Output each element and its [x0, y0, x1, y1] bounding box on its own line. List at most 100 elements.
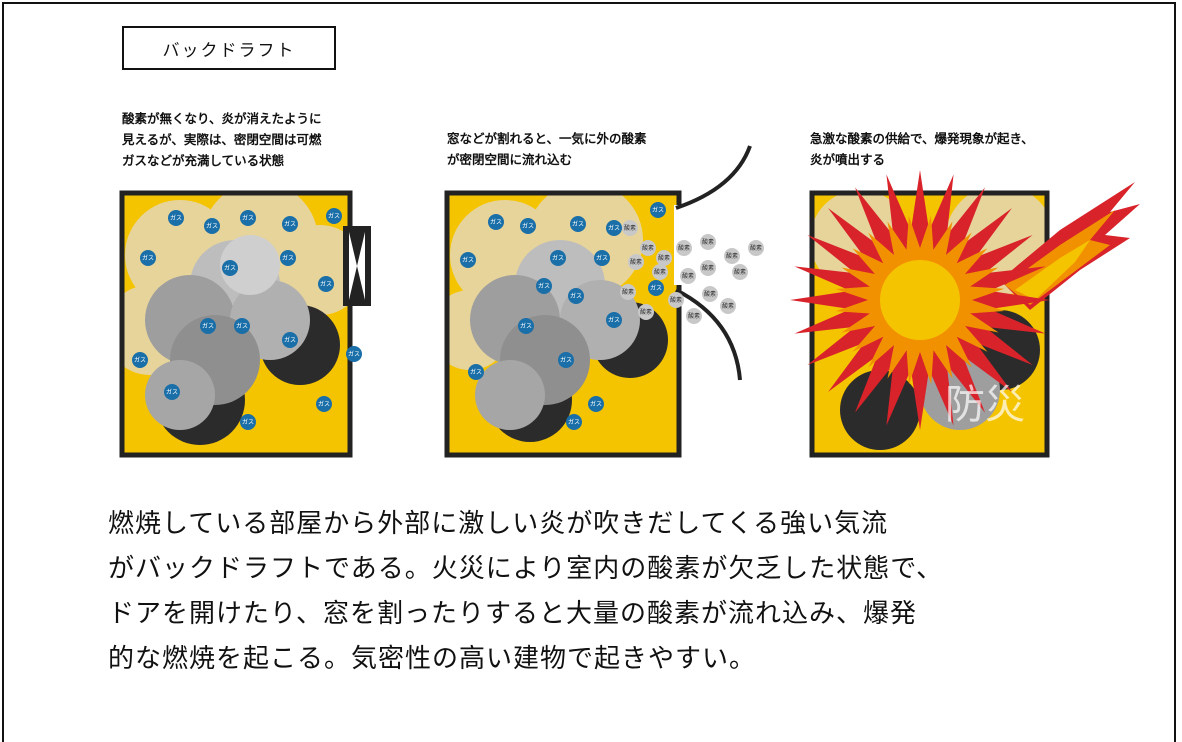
gas-label: ガス [596, 254, 608, 262]
oxygen-molecule [700, 260, 716, 276]
description-text: 燃焼している部屋から外部に激しい炎が吹きだしてくる強い気流 がバックドラフトであ… [108, 509, 944, 674]
gas-label: ガス [242, 418, 254, 426]
oxygen-label: 酸素 [726, 252, 738, 260]
gas-molecule [140, 250, 156, 266]
panel-1-closed-window [343, 226, 371, 306]
oxygen-label: 酸素 [734, 268, 746, 276]
gas-molecule [222, 260, 238, 276]
gas-label: ガス [590, 400, 602, 408]
gas-label: ガス [284, 336, 296, 344]
gas-label: ガス [470, 368, 482, 376]
gas-label: ガス [608, 316, 620, 324]
gas-label: ガス [242, 214, 254, 222]
oxygen-label: 酸素 [702, 238, 714, 246]
oxygen-label: 酸素 [678, 244, 690, 252]
oxygen-label: 酸素 [704, 290, 716, 298]
gas-label: ガス [348, 350, 360, 358]
gas-label: ガス [170, 214, 182, 222]
gas-molecule [240, 414, 256, 430]
oxygen-molecule [720, 298, 736, 314]
oxygen-label: 酸素 [722, 302, 734, 310]
gas-molecule [570, 216, 586, 232]
gas-molecule [518, 318, 534, 334]
oxygen-molecule [748, 240, 764, 256]
oxygen-molecule [628, 254, 644, 270]
broken-window-lower-arc [675, 288, 742, 381]
gas-label: ガス [202, 322, 214, 330]
gas-molecule [606, 312, 622, 328]
oxygen-label: 酸素 [702, 264, 714, 272]
gas-molecule [280, 250, 296, 266]
gas-molecule [234, 318, 250, 334]
gas-molecule [164, 384, 180, 400]
oxygen-molecule [676, 240, 692, 256]
oxygen-molecule [724, 248, 740, 264]
gas-label: ガス [206, 222, 218, 230]
gas-molecule [282, 332, 298, 348]
gas-molecule [316, 396, 332, 412]
oxygen-label: 酸素 [658, 254, 670, 262]
gas-molecule [648, 280, 664, 296]
oxygen-label: 酸素 [750, 244, 762, 252]
gas-label: ガス [520, 322, 532, 330]
gas-molecule [594, 250, 610, 266]
gas-label: ガス [608, 224, 620, 232]
gas-molecule [550, 250, 566, 266]
gas-molecule [588, 396, 604, 412]
gas-molecule [240, 210, 256, 226]
gas-molecule [282, 216, 298, 232]
oxygen-label: 酸素 [670, 296, 682, 304]
gas-label: ガス [650, 284, 662, 292]
explosion-core [880, 260, 960, 340]
oxygen-molecule [700, 234, 716, 250]
oxygen-molecule [732, 264, 748, 280]
gas-label: ガス [224, 264, 236, 272]
gas-molecule [468, 364, 484, 380]
gas-molecule [204, 218, 220, 234]
panel-1-smoke [122, 193, 350, 445]
fire-jet [1000, 182, 1140, 310]
oxygen-label: 酸素 [640, 308, 652, 316]
panel-1-caption: 酸素が無くなり、炎が消えたように 見えるが、実際は、密閉空間は可燃 ガスなどが充… [122, 111, 322, 168]
gas-molecule [460, 252, 476, 268]
gas-label: ガス [560, 356, 572, 364]
gas-label: ガス [134, 356, 146, 364]
broken-window-upper-arc [675, 145, 752, 210]
oxygen-molecule [652, 264, 668, 280]
gas-molecule [326, 208, 342, 224]
gas-label: ガス [282, 254, 294, 262]
gas-label: ガス [142, 254, 154, 262]
panel-3-room: 防災 [790, 170, 1140, 458]
oxygen-molecule [640, 240, 656, 256]
gas-label: ガス [552, 254, 564, 262]
gas-label: ガス [318, 400, 330, 408]
gas-label: ガス [284, 220, 296, 228]
gas-molecule [132, 352, 148, 368]
gas-label: ガス [328, 212, 340, 220]
oxygen-label: 酸素 [642, 244, 654, 252]
diagram-title: バックドラフト [122, 26, 336, 70]
gas-molecule [168, 210, 184, 226]
gas-label: ガス [652, 206, 664, 214]
oxygen-molecule [638, 304, 654, 320]
gas-label: ガス [570, 292, 582, 300]
oxygen-molecule [686, 308, 702, 324]
oxygen-molecule [656, 250, 672, 266]
oxygen-molecule [668, 292, 684, 308]
oxygen-label: 酸素 [630, 258, 642, 266]
gas-label: ガス [490, 218, 502, 226]
panel-2-caption: 窓などが割れると、一気に外の酸素 が密閉空間に流れ込む [447, 131, 647, 167]
oxygen-label: 酸素 [682, 272, 694, 280]
gas-label: ガス [462, 256, 474, 264]
oxygen-label: 酸素 [622, 288, 634, 296]
oxygen-molecule [620, 284, 636, 300]
oxygen-label: 酸素 [654, 268, 666, 276]
gas-molecule [318, 276, 334, 292]
gas-molecule [606, 220, 622, 236]
panel-3-caption: 急激な酸素の供給で、爆発現象が起き、 炎が噴出する [810, 131, 1034, 167]
gas-label: ガス [166, 388, 178, 396]
oxygen-molecule [622, 220, 638, 236]
panel-1-room [119, 190, 371, 458]
gas-label: ガス [522, 222, 534, 230]
